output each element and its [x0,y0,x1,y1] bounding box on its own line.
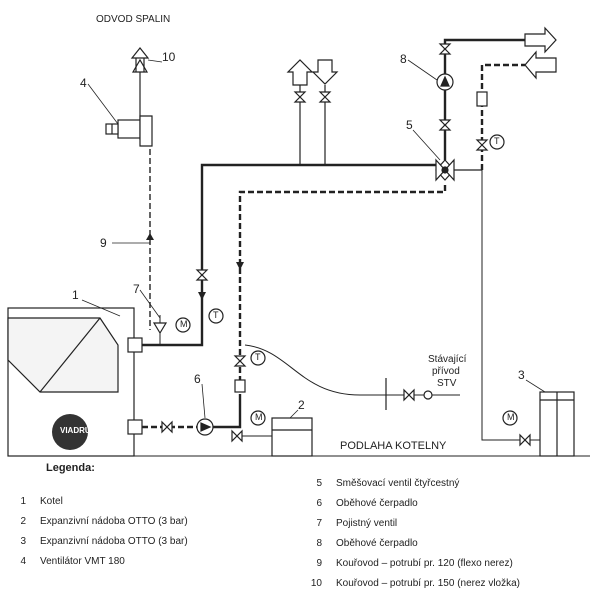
callout-3: 3 [518,368,525,382]
existing-supply-line-2: přívod [432,366,460,377]
thermometer-symbol: T [494,136,500,146]
thermometer-symbol: T [213,310,219,320]
manometer-symbol: M [255,412,263,422]
existing-supply-line-1: Stávající [428,354,467,365]
manometer-symbol: M [507,412,515,422]
callout-8: 8 [400,52,407,66]
callout-2: 2 [298,398,305,412]
callout-10: 10 [162,50,176,64]
legend-title: Legenda: [46,462,95,474]
four-way-mixing-valve [435,158,455,182]
floor-label: PODLAHA KOTELNY [340,440,447,452]
callout-4: 4 [80,76,87,90]
thermometer-symbol: T [255,352,261,362]
callout-9: 9 [100,236,107,250]
callout-7: 7 [133,282,140,296]
boiler [7,307,143,457]
existing-supply-line-3: STV [437,378,457,389]
brand-logo: VIADRUS [60,426,97,435]
callout-1: 1 [72,288,79,302]
flue-outlet-label: ODVOD SPALIN [96,14,171,25]
fan-vmt180 [105,115,153,147]
callout-5: 5 [406,118,413,132]
manometer-symbol: M [180,319,188,329]
callout-6: 6 [194,372,201,386]
heating-schematic [7,26,590,457]
